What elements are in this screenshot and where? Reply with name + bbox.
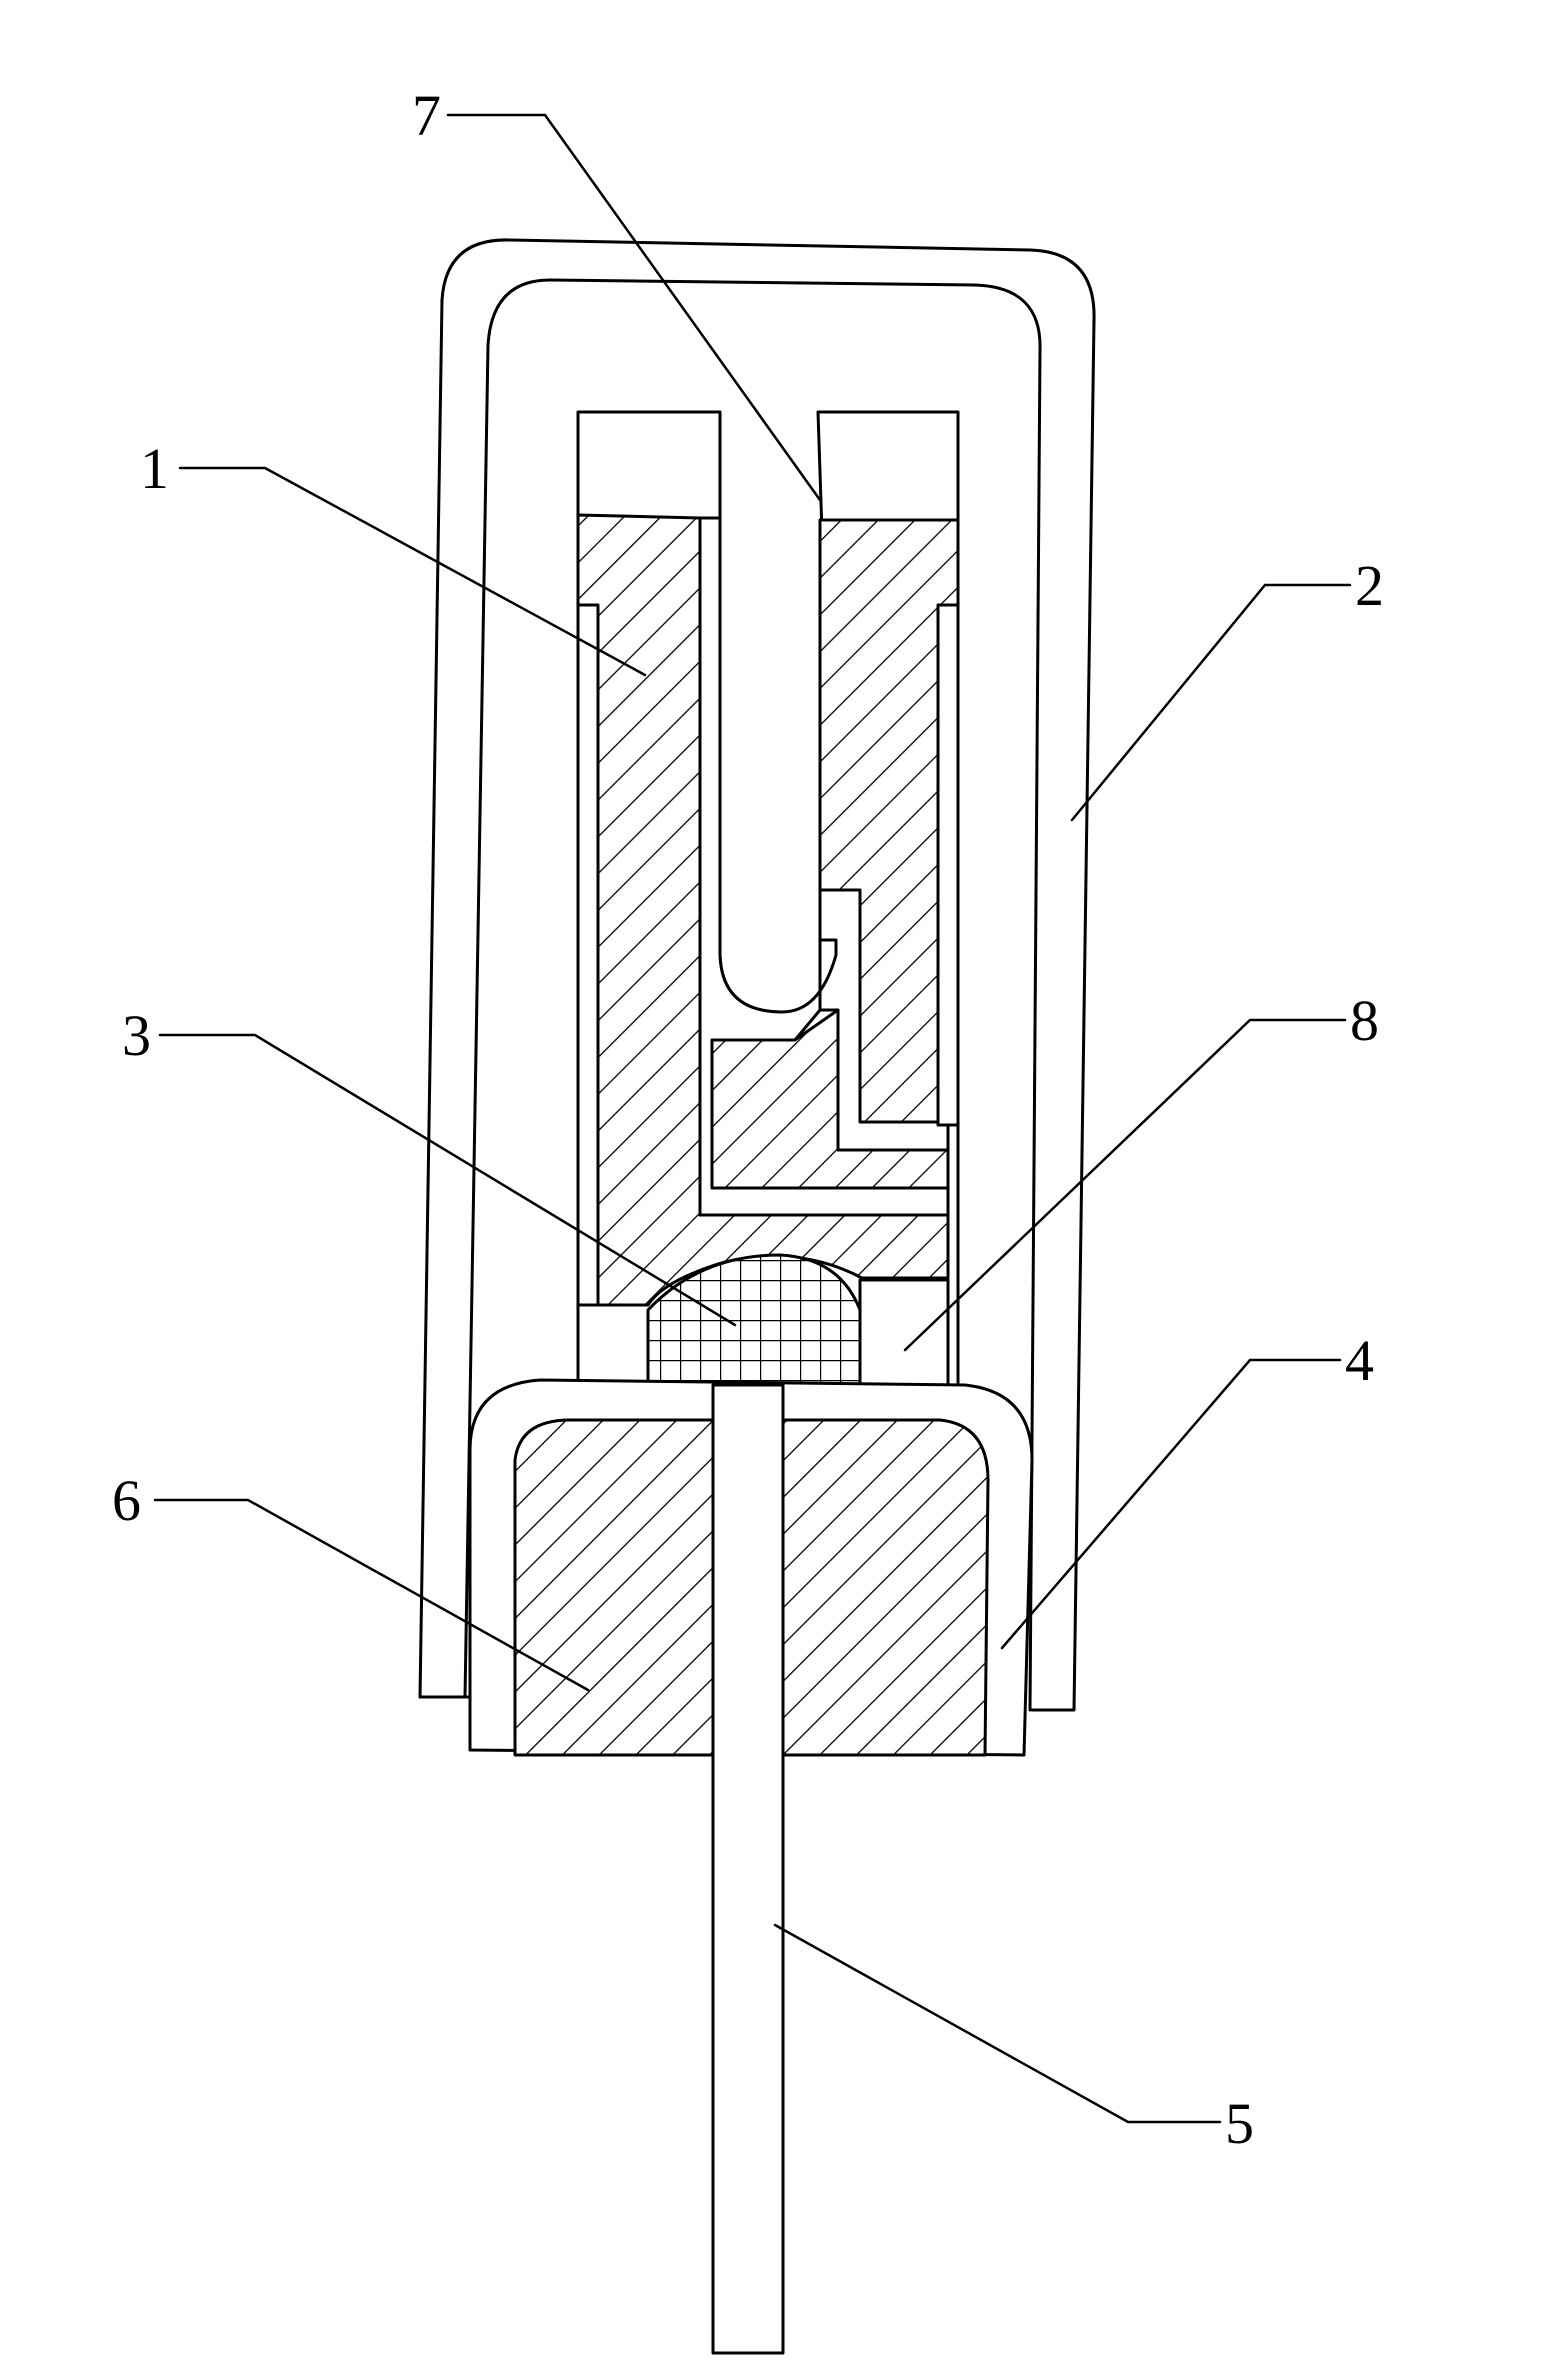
callout-label-5: 5 xyxy=(1225,2091,1254,2156)
leader-7 xyxy=(446,113,822,502)
callout-label-2: 2 xyxy=(1355,553,1384,618)
callout-labels: 1 2 3 4 5 6 7 8 xyxy=(112,83,1384,2156)
leader-8 xyxy=(903,1018,1347,1352)
leader-lines xyxy=(153,113,1352,2124)
callout-label-4: 4 xyxy=(1345,1328,1374,1393)
callout-label-1: 1 xyxy=(140,436,169,501)
side-chamber xyxy=(858,1278,950,1387)
callout-label-8: 8 xyxy=(1350,988,1379,1053)
leader-3 xyxy=(158,1033,737,1327)
callout-label-3: 3 xyxy=(122,1003,151,1068)
leader-6 xyxy=(153,1498,590,1692)
callout-label-7: 7 xyxy=(412,83,441,148)
callout-label-6: 6 xyxy=(112,1468,141,1533)
leader-4 xyxy=(1000,1358,1342,1650)
leader-1 xyxy=(178,466,647,677)
outer-housing xyxy=(418,238,1096,1712)
leader-5 xyxy=(773,1923,1222,2124)
contact-body xyxy=(576,513,960,1307)
dome-element xyxy=(646,1253,862,1387)
terminal-pin xyxy=(711,1383,785,2355)
leader-2 xyxy=(1070,583,1352,822)
